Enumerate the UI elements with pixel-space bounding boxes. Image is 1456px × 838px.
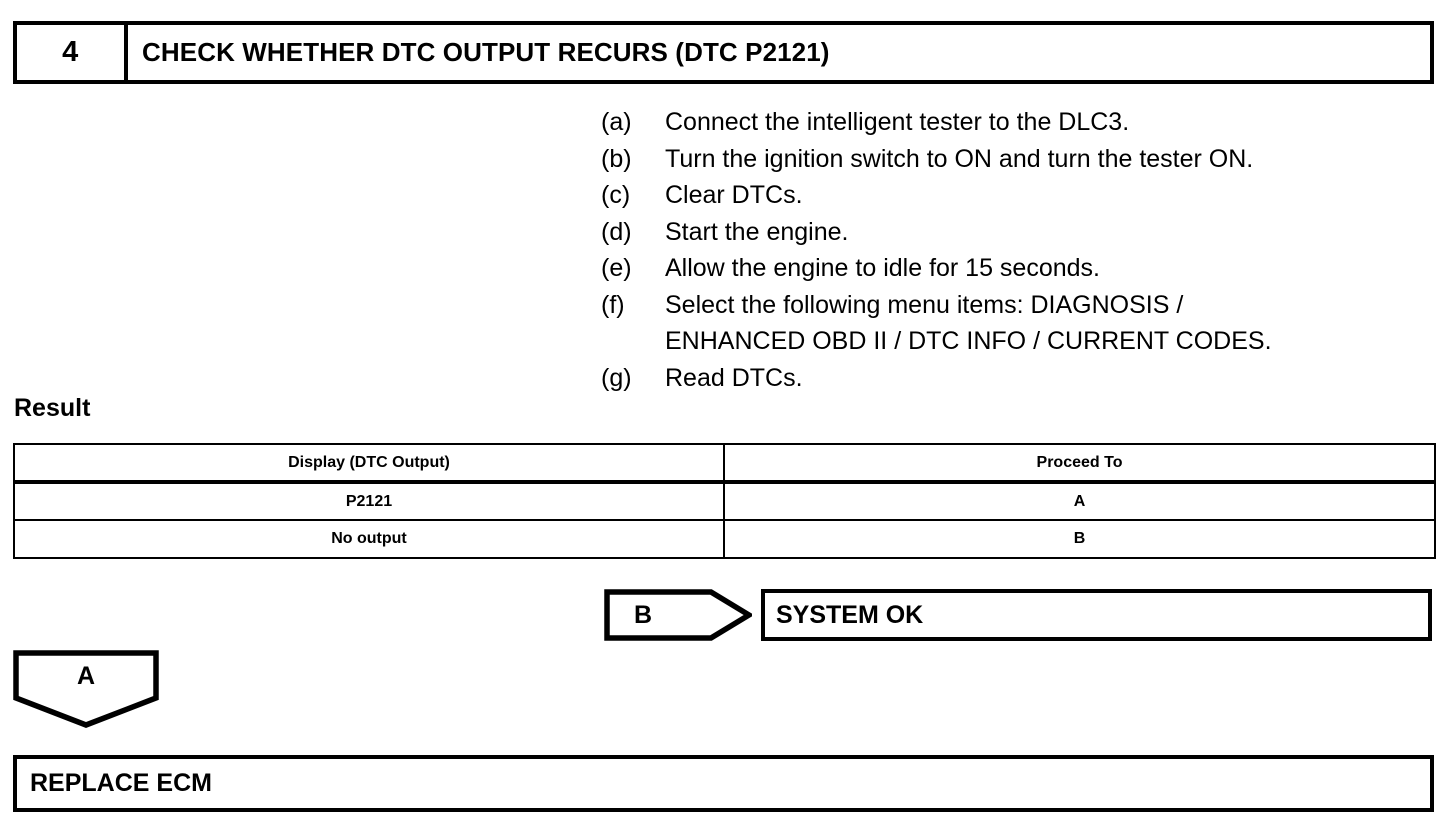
cell-display-dtc: P2121 (13, 480, 725, 521)
procedure-item-text: Connect the intelligent tester to the DL… (665, 108, 1130, 136)
column-header-display: Display (DTC Output) (13, 443, 725, 483)
column-header-proceed: Proceed To (723, 443, 1436, 483)
procedure-item-e: (e) Allow the engine to idle for 15 seco… (601, 250, 1441, 287)
cell-proceed-to: B (723, 519, 1436, 559)
procedure-item-a: (a) Connect the intelligent tester to th… (601, 104, 1441, 141)
table-row: No output B (13, 519, 1436, 559)
connector-b-pentagon: B (604, 589, 752, 641)
pentagon-down-icon (13, 650, 159, 728)
result-table: Display (DTC Output) Proceed To P2121 A … (13, 443, 1436, 559)
cell-proceed-to: A (723, 480, 1436, 521)
result-heading: Result (14, 394, 91, 422)
step-title: CHECK WHETHER DTC OUTPUT RECURS (DTC P21… (142, 37, 830, 67)
procedure-item-text-wrap: Select the following menu items: DIAGNOS… (665, 287, 1441, 360)
connector-b-label: B (634, 600, 653, 629)
procedure-item-d: (d) Start the engine. (601, 214, 1441, 251)
action-replace-ecm-box: REPLACE ECM (13, 755, 1434, 812)
procedure-item-label: (d) (601, 217, 632, 246)
outcome-system-ok-box: SYSTEM OK (761, 589, 1432, 641)
procedure-item-c: (c) Clear DTCs. (601, 177, 1441, 214)
action-replace-ecm-label: REPLACE ECM (30, 769, 212, 797)
procedure-item-text: Start the engine. (665, 217, 849, 246)
procedure-item-label: (c) (601, 181, 631, 209)
procedure-item-f: (f) Select the following menu items: DIA… (601, 287, 1441, 360)
procedure-item-label: (b) (601, 144, 632, 173)
procedure-item-text: Read DTCs. (665, 363, 803, 392)
table-row: P2121 A (13, 480, 1436, 521)
procedure-item-g: (g) Read DTCs. (601, 360, 1441, 397)
procedure-item-label: (a) (601, 108, 632, 136)
procedure-item-text: Allow the engine to idle for 15 seconds. (665, 254, 1100, 282)
outcome-system-ok-label: SYSTEM OK (776, 600, 924, 629)
procedure-item-text: Select the following menu items: DIAGNOS… (665, 290, 1184, 319)
cell-display-dtc: No output (13, 519, 725, 559)
table-header-row: Display (DTC Output) Proceed To (13, 443, 1436, 483)
step-number: 4 (17, 25, 128, 80)
pentagon-right-icon (604, 589, 752, 641)
step-header-bar: 4 CHECK WHETHER DTC OUTPUT RECURS (DTC P… (13, 21, 1434, 84)
procedure-item-label: (e) (601, 254, 632, 282)
procedure-item-text-continuation: ENHANCED OBD II / DTC INFO / CURRENT COD… (665, 327, 1272, 355)
connector-a-pentagon: A (13, 650, 159, 728)
procedure-item-text: Clear DTCs. (665, 181, 803, 209)
procedure-item-label: (f) (601, 290, 625, 319)
procedure-list: (a) Connect the intelligent tester to th… (601, 104, 1441, 396)
connector-a-label: A (76, 662, 96, 690)
result-table-head: Display (DTC Output) Proceed To (13, 443, 1436, 483)
procedure-item-b: (b) Turn the ignition switch to ON and t… (601, 141, 1441, 178)
procedure-item-label: (g) (601, 363, 632, 392)
procedure-item-text: Turn the ignition switch to ON and turn … (665, 144, 1254, 173)
connector-b-group: B (604, 589, 752, 641)
result-table-body: P2121 A No output B (13, 480, 1436, 559)
